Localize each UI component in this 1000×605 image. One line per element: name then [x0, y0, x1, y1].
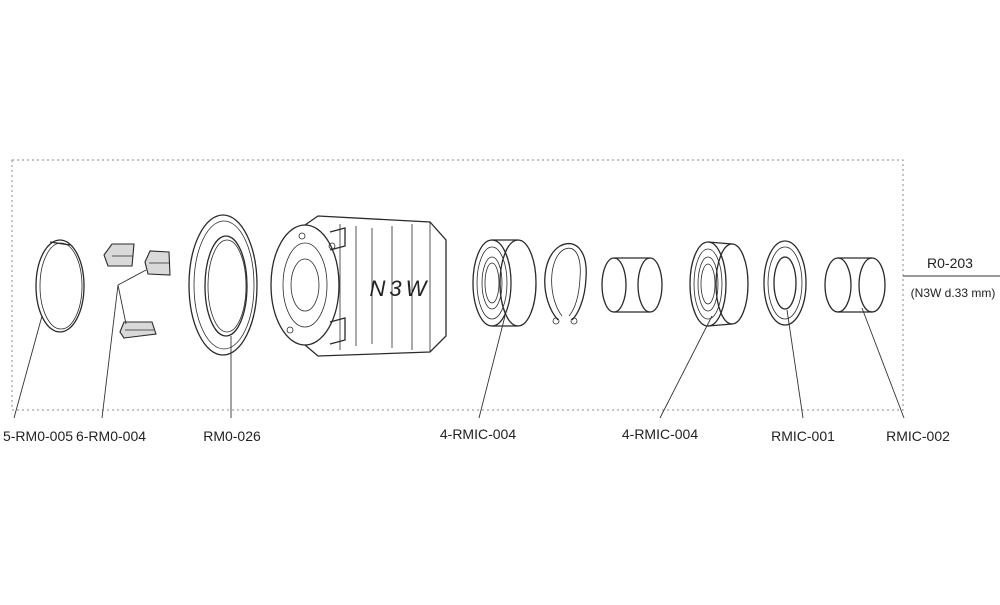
label-pawls: 6-RM0-004	[76, 428, 146, 444]
leader-spacer-right	[861, 307, 905, 419]
retaining-ring-part	[544, 243, 587, 325]
label-seal-right: RMIC-001	[771, 428, 835, 444]
leader-circlip	[13, 315, 43, 419]
pawls-part	[103, 243, 171, 339]
leader-seal-right	[786, 309, 804, 419]
seal-right-part	[763, 240, 807, 326]
assembly-description: (N3W d.33 mm)	[911, 286, 996, 300]
freehub-logo: N3W	[370, 276, 431, 301]
label-circlip: 5-RM0-005	[3, 428, 73, 444]
leader-pawls-3	[117, 284, 127, 325]
leader-pawls	[101, 284, 119, 419]
assembly-frame	[11, 159, 904, 411]
leader-bearing-left	[478, 315, 506, 419]
spacer-right-part	[824, 257, 886, 313]
label-bearing-left: 4-RMIC-004	[440, 426, 516, 442]
spacer-tube-part	[601, 257, 663, 313]
leader-pawls-2	[117, 269, 147, 286]
label-spacer-right: RMIC-002	[886, 428, 950, 444]
bearing-left-part	[472, 239, 537, 327]
leader-bearing-right	[659, 315, 713, 419]
assembly-code: R0-203	[927, 255, 973, 271]
label-seal-ring: RM0-026	[203, 428, 261, 444]
circlip-part	[35, 239, 85, 333]
seal-ring-part	[188, 214, 258, 356]
bearing-right-part	[689, 241, 749, 327]
freehub-body-part	[270, 215, 447, 357]
label-bearing-right: 4-RMIC-004	[622, 426, 698, 442]
